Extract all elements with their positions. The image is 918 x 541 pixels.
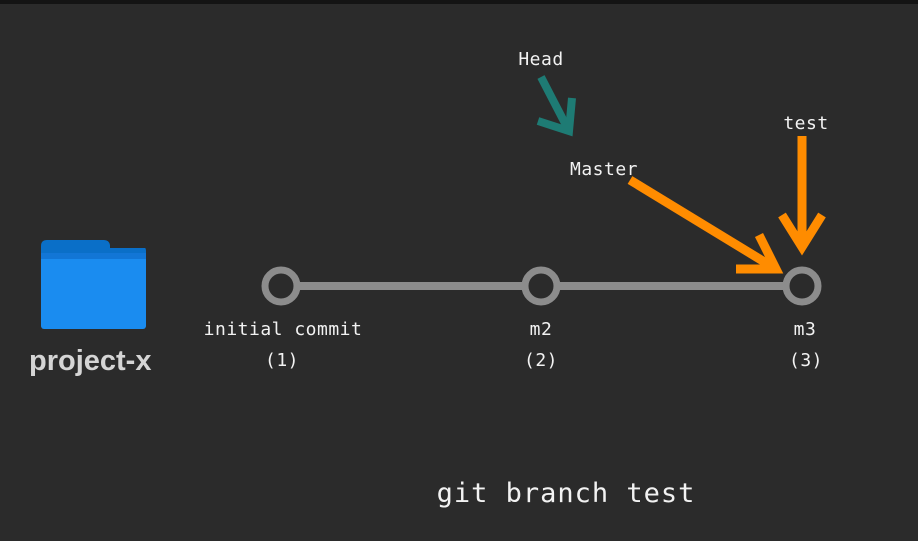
test-arrow xyxy=(778,136,826,256)
commit-node-2 xyxy=(521,266,561,306)
git-command: git branch test xyxy=(436,478,696,509)
commit-message-2: m2 xyxy=(529,319,553,340)
folder-icon xyxy=(41,240,146,329)
test-label: test xyxy=(783,113,829,134)
head-label: Head xyxy=(518,49,564,70)
commit-number-2: (2) xyxy=(523,350,559,371)
commit-node-3 xyxy=(782,266,822,306)
master-arrow xyxy=(627,176,784,274)
top-border xyxy=(0,0,918,4)
master-label: Master xyxy=(569,159,639,180)
commit-node-1 xyxy=(261,266,301,306)
commit-number-3: (3) xyxy=(788,350,824,371)
commit-message-1: initial commit xyxy=(203,319,363,340)
commit-message-3: m3 xyxy=(793,319,817,340)
project-name: project-x xyxy=(29,345,152,377)
head-arrow xyxy=(536,75,576,137)
commit-number-1: (1) xyxy=(264,350,300,371)
